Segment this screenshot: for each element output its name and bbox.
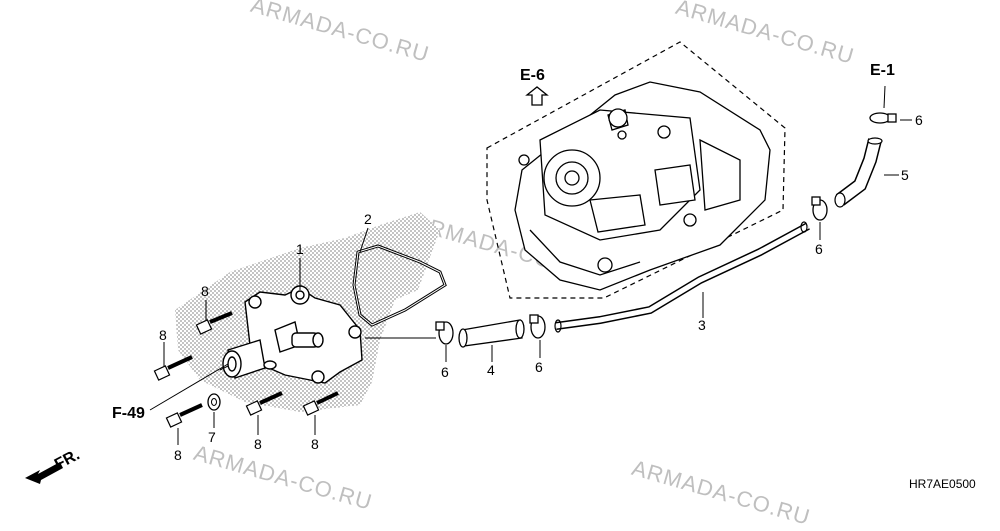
ref-e1: E-1	[870, 62, 895, 79]
callout-part-8: 8	[311, 436, 319, 452]
callout-part-6: 6	[815, 241, 823, 257]
callout-part-8: 8	[254, 436, 262, 452]
diagram-code: HR7AE0500	[909, 477, 976, 491]
engine-block	[514, 81, 771, 291]
callout-part-8: 8	[174, 447, 182, 463]
callout-part-7: 7	[208, 429, 216, 445]
callout-part-8: 8	[201, 283, 209, 299]
water-pump-cover	[222, 285, 363, 384]
callout-part-6: 6	[915, 112, 923, 128]
ref-e6: E-6	[520, 67, 545, 84]
water-pipe	[554, 221, 810, 333]
callout-part-2: 2	[364, 211, 372, 227]
parts-diagram: ARMADA-CO.RU ARMADA-CO.RU ARMADA-CO.RU A…	[25, 0, 976, 530]
short-hose	[458, 319, 525, 348]
leader-lines	[149, 85, 912, 445]
diagram-drawing: 1 2 3 4 5 6 6 6 6 7 8 8 8 8 8 E-6 E-1 F-…	[25, 41, 923, 484]
e6-arrow	[525, 86, 549, 106]
callout-part-6: 6	[441, 364, 449, 380]
callout-part-5: 5	[901, 167, 909, 183]
callout-part-3: 3	[698, 317, 706, 333]
bolt	[153, 311, 339, 428]
callout-part-4: 4	[487, 362, 495, 378]
callout-part-6: 6	[535, 359, 543, 375]
callout-part-8: 8	[159, 327, 167, 343]
hose-elbow	[834, 137, 883, 208]
hose-clamp	[435, 112, 897, 345]
front-arrow	[25, 462, 63, 484]
callout-part-1: 1	[296, 241, 304, 257]
ref-f49: F-49	[112, 405, 145, 422]
